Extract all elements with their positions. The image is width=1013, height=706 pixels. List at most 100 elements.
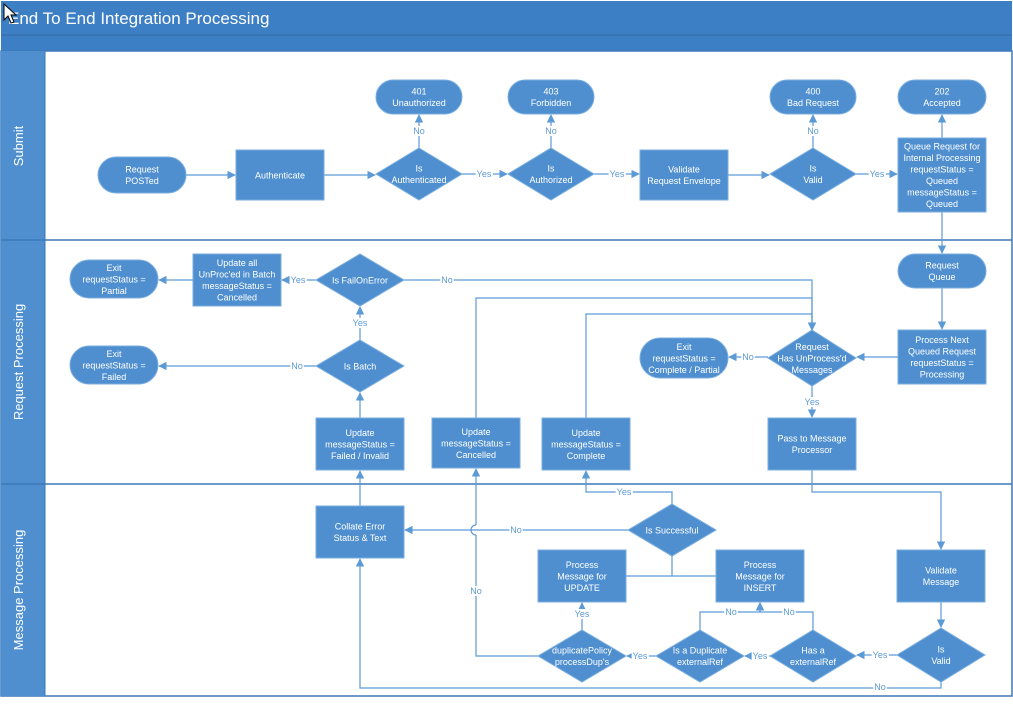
node-text: requestStatus =: [910, 165, 973, 175]
node-is-fail-on-error: Is FailOnError: [315, 253, 405, 307]
node-text: Exit: [676, 342, 692, 352]
node-text: Message for: [735, 571, 785, 581]
node-text: requestStatus =: [910, 358, 973, 368]
node-text: Processor: [792, 445, 833, 455]
edge-label-no: No: [742, 352, 754, 362]
node-text: Valid: [931, 656, 950, 666]
node-text: messageStatus =: [907, 188, 977, 198]
node-text: Queue Request for: [904, 142, 980, 152]
process-shape: [896, 549, 986, 603]
node-text: 400: [805, 87, 820, 97]
connector: [475, 535, 538, 657]
node-text: Bad Request: [787, 98, 840, 108]
node-is-successful: Is Successful: [627, 503, 717, 557]
node-text: Failed / Invalid: [331, 451, 389, 461]
node-text: Pass to Message: [777, 434, 846, 444]
node-text: Internal Processing: [903, 153, 980, 163]
node-text: Is Successful: [645, 525, 698, 535]
node-text: INSERT: [744, 583, 777, 593]
node-text: Request: [125, 165, 159, 175]
node-text: Exit: [106, 349, 122, 359]
lane-label-strip: [1, 51, 45, 696]
node-text: Update: [345, 428, 374, 438]
edge-label-no: No: [470, 586, 482, 596]
node-text: Is: [937, 645, 945, 655]
edge-label-no: No: [807, 126, 819, 136]
node-text: externalRef: [677, 657, 724, 667]
title-bar-strip: [1, 35, 1012, 51]
node-text: messageStatus =: [551, 439, 621, 449]
terminal-shape: [897, 79, 987, 115]
node-text: Authenticated: [391, 175, 446, 185]
lane-label-request-processing: Request Processing: [11, 304, 26, 420]
node-text: Message for: [557, 571, 607, 581]
node-text: externalRef: [790, 657, 837, 667]
decision-shape: [315, 339, 405, 393]
edge-label-yes: Yes: [353, 318, 368, 328]
node-text: Request: [925, 261, 959, 271]
node-text: Exit: [106, 263, 122, 273]
node-text: duplicatePolicy: [552, 646, 613, 656]
process-shape: [315, 505, 405, 559]
node-text: messageStatus =: [441, 438, 511, 448]
node-text: 202: [934, 87, 949, 97]
node-text: Authenticate: [255, 170, 305, 180]
terminal-shape: [69, 345, 159, 385]
edge-label-yes: Yes: [753, 651, 768, 661]
connector: [404, 279, 817, 331]
node-text: Process: [566, 560, 599, 570]
connector: [811, 470, 946, 550]
edge-label-yes: Yes: [805, 397, 820, 407]
edge-label-yes: Yes: [873, 650, 888, 660]
node-text: Process: [744, 560, 777, 570]
connector: [671, 557, 716, 577]
process-shape: [537, 549, 627, 603]
edge-label-no: No: [545, 126, 557, 136]
edge-label-no: No: [441, 275, 453, 285]
process-shape: [431, 417, 521, 469]
nodes: RequestPOSTedAuthenticateIsAuthenticated…: [69, 79, 987, 683]
node-text: 401: [411, 87, 426, 97]
edge-label-no: No: [413, 126, 425, 136]
node-text: Cancelled: [456, 450, 496, 460]
terminal-shape: [897, 253, 987, 289]
node-text: processDup's: [555, 657, 610, 667]
node-text: Queue: [928, 272, 955, 282]
edge-label-yes: Yes: [477, 169, 492, 179]
process-shape: [235, 149, 325, 201]
decision-shape: [769, 147, 857, 201]
edge-label-yes: Yes: [610, 169, 625, 179]
process-shape: [897, 137, 987, 213]
process-shape: [192, 253, 282, 307]
node-text: Is: [809, 164, 817, 174]
mouse-cursor-icon: [3, 2, 18, 24]
node-text: Complete: [567, 451, 606, 461]
node-text: Is FailOnError: [332, 275, 388, 285]
node-text: Queued Request: [908, 347, 977, 357]
edge-label-yes: Yes: [617, 487, 632, 497]
node-text: Update: [461, 427, 490, 437]
edge-label-yes: Yes: [291, 275, 306, 285]
terminal-shape: [69, 259, 159, 299]
decision-shape: [767, 329, 857, 387]
node-text: Is a Duplicate: [673, 646, 728, 656]
node-text: Messages: [791, 365, 833, 375]
decision-shape: [507, 147, 595, 201]
decision-shape: [769, 629, 857, 683]
edge-label-no: No: [783, 607, 795, 617]
